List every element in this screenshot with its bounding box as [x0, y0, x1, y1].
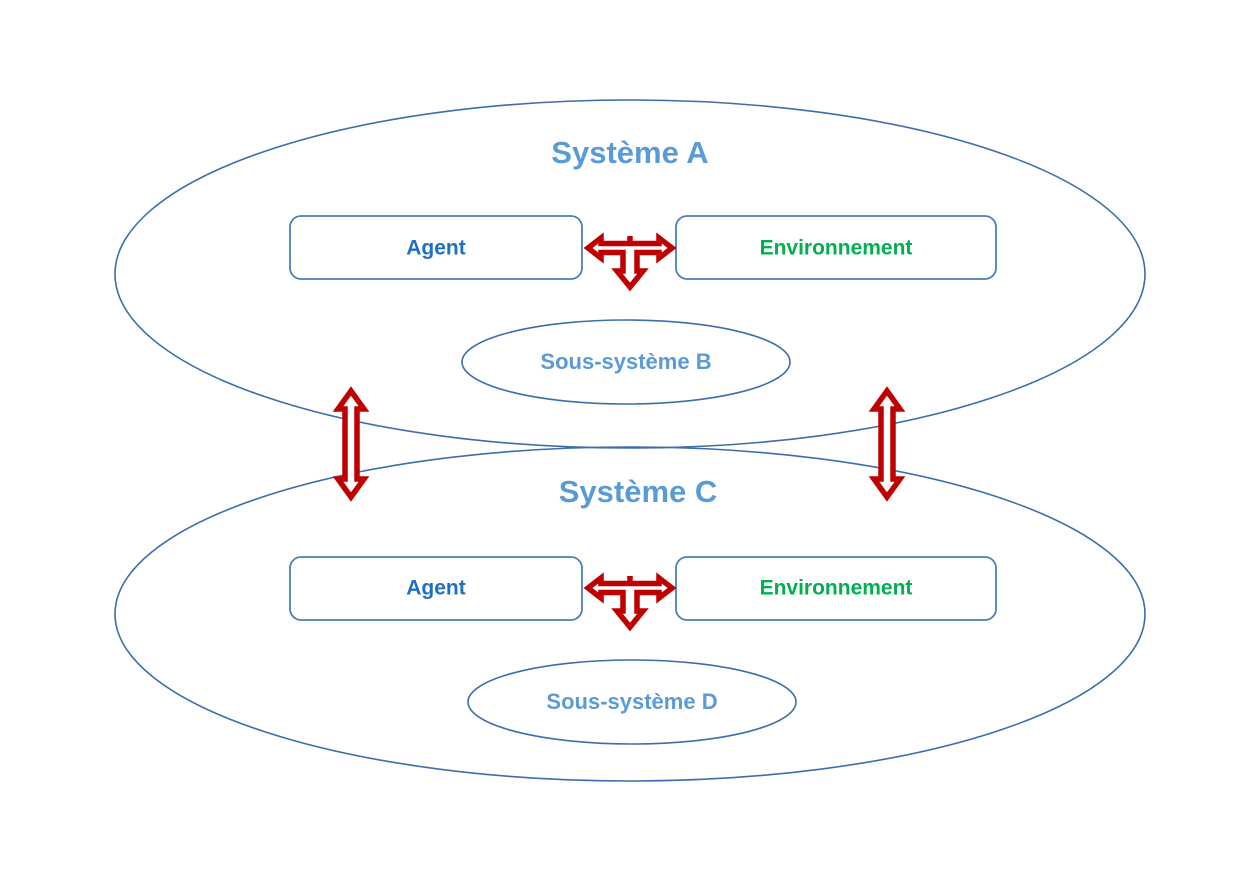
system-link-right-arrow[interactable] — [868, 386, 906, 502]
subsystem-d-label: Sous-système D — [546, 689, 717, 714]
system-a-label: Système A — [551, 135, 708, 170]
system-a-ellipse[interactable] — [114, 99, 1146, 449]
subsystem-d-ellipse[interactable] — [467, 659, 797, 745]
system-c-group[interactable]: Système C Agent Environnement Sous-systè… — [114, 446, 1146, 782]
system-a-environment-box[interactable] — [675, 215, 997, 280]
system-a-environment-label: Environnement — [760, 237, 913, 260]
system-c-environment-label: Environnement — [760, 577, 913, 600]
agent-env-tri-arrow-a[interactable] — [583, 232, 677, 292]
system-a-group[interactable]: Système A Agent Environnement Sous-systè… — [114, 99, 1146, 449]
system-link-left-arrow[interactable] — [332, 386, 370, 502]
system-a-agent-label: Agent — [406, 237, 466, 260]
subsystem-b-ellipse[interactable] — [461, 319, 791, 405]
system-c-agent-label: Agent — [406, 577, 466, 600]
system-a-agent-box[interactable] — [289, 215, 583, 280]
system-c-ellipse[interactable] — [114, 446, 1146, 782]
system-c-label: Système C — [559, 474, 718, 509]
agent-env-tri-arrow-c[interactable] — [583, 572, 677, 632]
system-c-agent-box[interactable] — [289, 556, 583, 621]
system-c-environment-box[interactable] — [675, 556, 997, 621]
subsystem-b-label: Sous-système B — [540, 349, 711, 374]
